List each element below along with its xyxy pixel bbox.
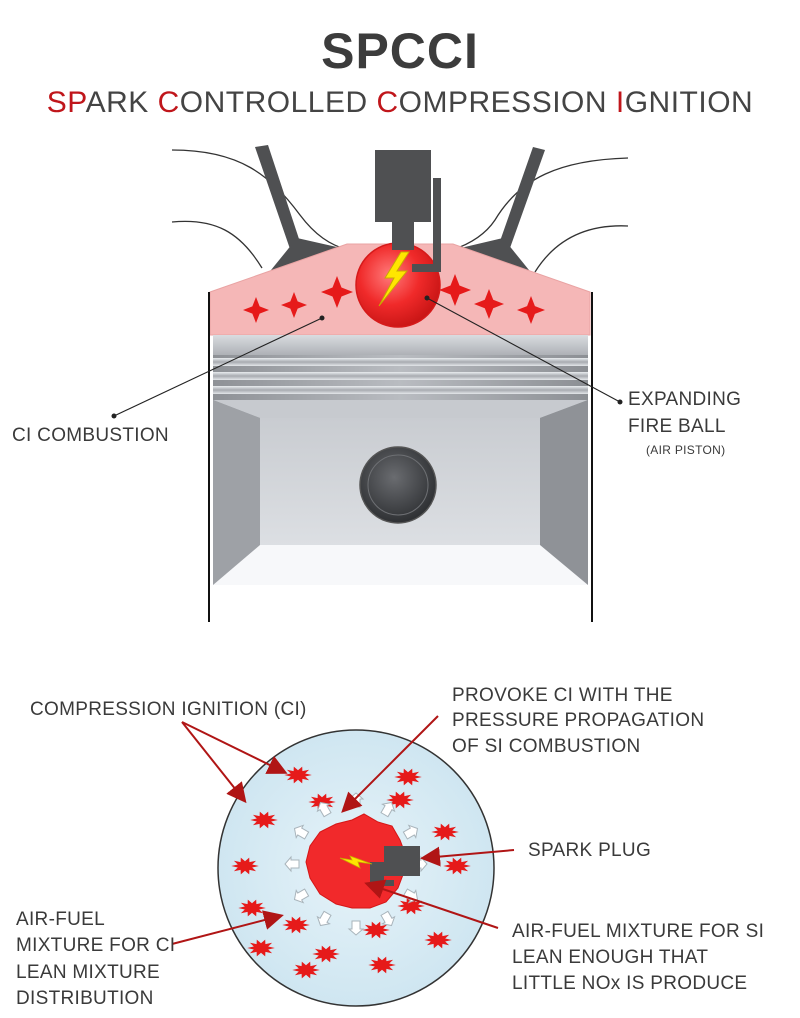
ci-spot xyxy=(292,961,320,979)
piston xyxy=(213,335,588,585)
spark-plug-top xyxy=(375,150,441,272)
pressure-arrow xyxy=(284,855,300,873)
pressure-arrow xyxy=(402,824,419,840)
ci-mixture-line4: DISTRIBUTION xyxy=(16,988,154,1009)
subtitle-part: I xyxy=(615,86,625,119)
subtitle-part: C xyxy=(376,86,399,119)
pressure-arrow xyxy=(316,910,332,927)
ci-spot xyxy=(250,811,278,829)
piston-pin xyxy=(359,446,437,524)
ci-spot xyxy=(368,956,396,974)
subtitle-part: ONTROLLED xyxy=(179,86,377,119)
ci-spot xyxy=(386,791,414,809)
ignition-star xyxy=(439,274,471,306)
si-mixture-line2: LEAN ENOUGH THAT xyxy=(512,947,709,968)
ignition-star xyxy=(281,292,307,318)
valves xyxy=(255,145,545,275)
page-subtitle: SPARK CONTROLLED COMPRESSION IGNITION xyxy=(0,86,800,120)
provoke-line3: OF SI COMBUSTION xyxy=(452,736,641,757)
pressure-arrow xyxy=(347,920,365,936)
ignition-star xyxy=(474,289,504,319)
leader-lines-top xyxy=(113,297,621,417)
ci-spot xyxy=(394,768,422,786)
ci-spot xyxy=(282,916,310,934)
leader-arrows-bottom xyxy=(171,715,515,945)
subtitle-part: OMPRESSION xyxy=(398,86,616,119)
ci-combustion-label: CI COMBUSTION xyxy=(12,425,169,446)
ci-spot xyxy=(431,823,459,841)
compression-ignition-label: COMPRESSION IGNITION (CI) xyxy=(30,699,307,720)
spark-bolt-small-icon xyxy=(339,855,373,869)
ci-spot xyxy=(312,945,340,963)
pressure-arrow xyxy=(293,824,310,840)
provoke-line2: PRESSURE PROPAGATION xyxy=(452,710,705,731)
page-title: SPCCI xyxy=(321,23,479,79)
si-mixture-line1: AIR-FUEL MIXTURE FOR SI xyxy=(512,921,765,942)
spark-plug-bottom xyxy=(370,846,420,886)
ci-mixture-line2: MIXTURE FOR CI xyxy=(16,935,176,956)
subtitle-part: ARK xyxy=(85,86,158,119)
ci-spot xyxy=(424,931,452,949)
ci-spot xyxy=(362,921,390,939)
pressure-arrow xyxy=(293,888,310,904)
pressure-arrow xyxy=(380,910,396,927)
ci-spot xyxy=(443,857,471,875)
ci-spot xyxy=(231,857,259,875)
subtitle-part: S xyxy=(46,86,68,119)
subtitle-part: P xyxy=(67,86,86,119)
port-lines xyxy=(171,149,629,273)
ci-mixture-line3: LEAN MIXTURE xyxy=(16,962,161,983)
subtitle-part: GNITION xyxy=(624,86,754,119)
ignition-star xyxy=(243,297,269,323)
ci-spot xyxy=(308,793,336,811)
ci-spot xyxy=(247,939,275,957)
pressure-arrow xyxy=(380,801,396,818)
ci-mixture-line1: AIR-FUEL xyxy=(16,909,105,930)
ci-spot xyxy=(284,766,312,784)
ignition-star xyxy=(517,296,545,324)
spark-plug-label: SPARK PLUG xyxy=(528,840,652,861)
spark-bolt-icon xyxy=(378,251,410,307)
ci-ignition-stars xyxy=(243,274,545,324)
air-piston-label: (AIR PISTON) xyxy=(646,443,726,457)
ci-spot xyxy=(238,899,266,917)
subtitle-part: C xyxy=(157,86,180,119)
si-mixture-line3: LITTLE NOx IS PRODUCE xyxy=(512,973,748,994)
fire-ball-label: FIRE BALL xyxy=(628,416,726,437)
fire-ball xyxy=(355,242,441,328)
pressure-arrow xyxy=(316,801,332,818)
expanding-label: EXPANDING xyxy=(628,389,742,410)
ignition-star xyxy=(321,276,353,308)
provoke-line1: PROVOKE CI WITH THE xyxy=(452,685,673,706)
